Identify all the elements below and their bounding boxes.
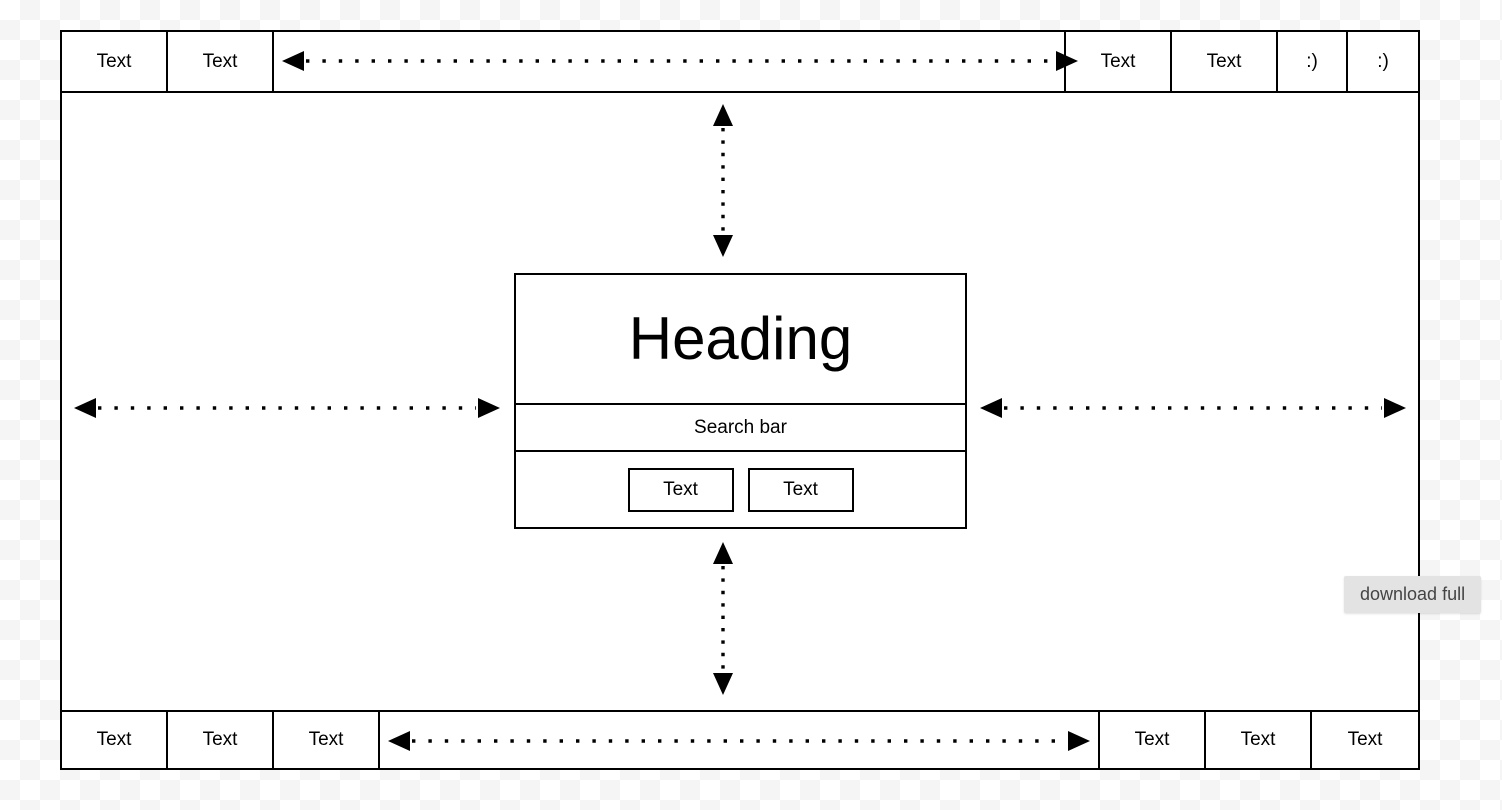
bottombar-item-1-label: Text	[96, 729, 132, 750]
topbar-item-1[interactable]: Text	[62, 32, 168, 91]
topbar-item-3-label: Text	[1100, 50, 1136, 72]
topbar-item-1-label: Text	[96, 50, 132, 72]
bottombar-item-3-label: Text	[308, 729, 344, 750]
bottombar-item-6[interactable]: Text	[1312, 712, 1418, 768]
card-heading: Heading	[516, 275, 965, 405]
topbar-item-2-label: Text	[202, 50, 238, 72]
topbar-item-3[interactable]: Text	[1066, 32, 1172, 91]
bottombar-item-2[interactable]: Text	[168, 712, 274, 768]
bottombar-item-4-label: Text	[1134, 729, 1170, 750]
download-full-label: download full	[1360, 584, 1466, 604]
bottombar-item-5[interactable]: Text	[1206, 712, 1312, 768]
card-button-1[interactable]: Text	[627, 467, 734, 512]
topbar-item-2[interactable]: Text	[168, 32, 274, 91]
topbar-smiley-icon-2[interactable]: :)	[1348, 32, 1418, 91]
card-right-spacing-arrow	[980, 395, 1406, 421]
smiley-icon-label: :)	[1377, 50, 1389, 72]
topbar-horizontal-spacing-arrow	[282, 46, 1078, 76]
bottombar-item-5-label: Text	[1240, 729, 1276, 750]
bottombar-item-4[interactable]: Text	[1100, 712, 1206, 768]
download-full-tooltip[interactable]: download full	[1344, 576, 1482, 613]
card-heading-text: Heading	[628, 305, 853, 372]
bottombar-item-2-label: Text	[202, 729, 238, 750]
card-button-2[interactable]: Text	[747, 467, 854, 512]
search-bar-label: Search bar	[694, 416, 787, 438]
card-action-row: Text Text	[516, 452, 965, 527]
card-left-spacing-arrow	[74, 395, 500, 421]
topbar-item-4-label: Text	[1206, 50, 1242, 72]
card-top-spacing-arrow	[708, 104, 738, 257]
bottombar-horizontal-spacing-arrow	[388, 727, 1090, 755]
center-content-card: Heading Search bar Text Text	[514, 273, 967, 529]
bottombar-item-6-label: Text	[1347, 729, 1383, 750]
card-bottom-spacing-arrow	[708, 542, 738, 695]
bottombar-item-3[interactable]: Text	[274, 712, 380, 768]
topbar-item-4[interactable]: Text	[1172, 32, 1278, 91]
bottombar-item-1[interactable]: Text	[62, 712, 168, 768]
search-input[interactable]: Search bar	[516, 405, 965, 452]
top-navigation-bar: Text Text Text Text :) :)	[60, 30, 1420, 93]
smiley-icon-label: :)	[1306, 50, 1318, 72]
topbar-smiley-icon-1[interactable]: :)	[1278, 32, 1348, 91]
